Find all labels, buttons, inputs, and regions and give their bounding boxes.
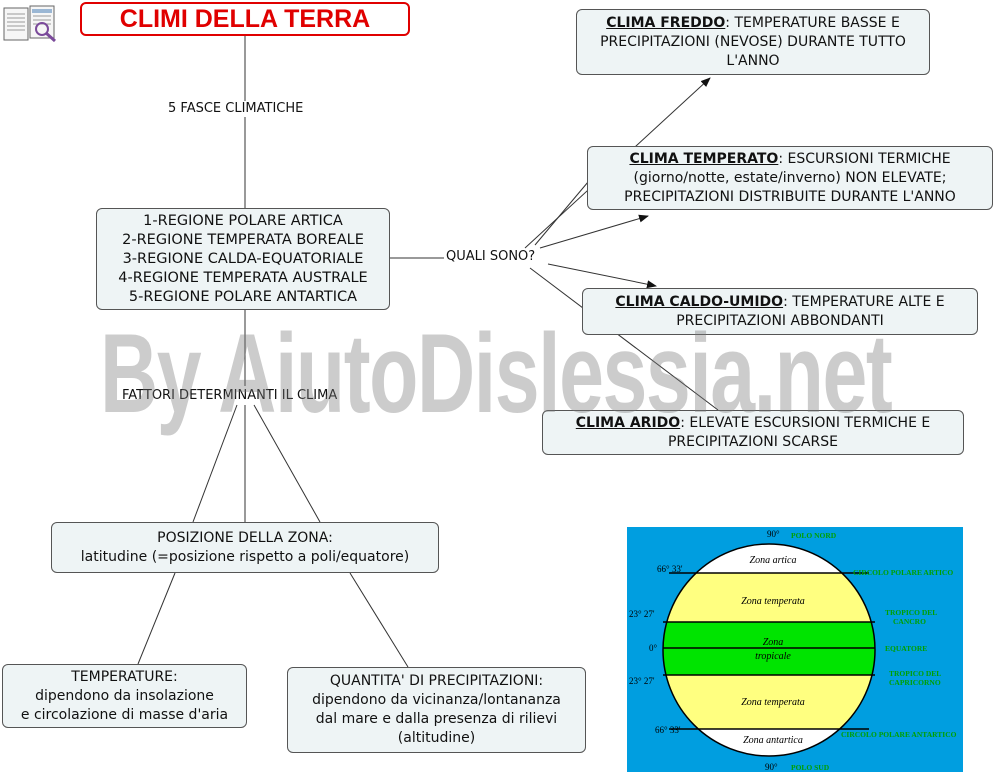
globe-tropico-capr-2: CAPRICORNO: [889, 678, 941, 687]
globe-zona-tropicale-2: tropicale: [755, 651, 791, 662]
node-precipitazioni: QUANTITA' DI PRECIPITAZIONI: dipendono d…: [287, 667, 586, 753]
link-posizione-temperature: [137, 572, 176, 665]
link-fattori-posizione-a: [192, 404, 238, 523]
node-clima-caldo-umido: CLIMA CALDO-UMIDO: TEMPERATURE ALTE E PR…: [582, 288, 978, 335]
globe-deg-top: 90°: [767, 529, 780, 539]
link-posizione-precipitazioni: [349, 572, 409, 668]
globe-climate-zones-image: 90° 66° 33' 23° 27' 0° 23° 27' 66° 33' 9…: [627, 527, 963, 772]
globe-deg-6633-s: 66° 33': [655, 725, 681, 735]
node-posizione-zona: POSIZIONE DELLA ZONA: latitudine (=posiz…: [51, 522, 439, 573]
globe-zona-temperata-s: Zona temperata: [741, 697, 805, 708]
link-quali-temperato: [534, 181, 589, 246]
link-quali-arido: [529, 267, 719, 411]
clima-arido-text: : ELEVATE ESCURSIONI TERMICHE E PRECIPIT…: [667, 414, 931, 450]
node-clima-arido: CLIMA ARIDO: ELEVATE ESCURSIONI TERMICHE…: [542, 410, 964, 455]
precipitazioni-line4: (altitudine): [397, 730, 476, 746]
globe-zona-temperata-n: Zona temperata: [741, 596, 805, 607]
precipitazioni-line2: dipendono da vicinanza/lontananza: [312, 692, 561, 708]
region-3: 3-REGIONE CALDA-EQUATORIALE: [122, 250, 364, 267]
temperature-line3: e circolazione di masse d'aria: [20, 706, 229, 723]
link-fattori-posizione-c: [253, 404, 321, 523]
region-4: 4-REGIONE TEMPERATA AUSTRALE: [118, 269, 368, 286]
globe-deg-2327-n: 23° 27': [629, 609, 655, 619]
link-quali-temperato-arrow: [539, 214, 649, 249]
region-2: 2-REGIONE TEMPERATA BOREALE: [122, 231, 364, 248]
clima-freddo-text: : TEMPERATURE BASSE E PRECIPITAZIONI (NE…: [600, 14, 906, 69]
clima-freddo-name: CLIMA FREDDO: [606, 14, 726, 31]
globe-circolo-artico: CIRCOLO POLARE ARTICO: [853, 568, 953, 577]
posizione-line1: POSIZIONE DELLA ZONA:: [157, 529, 333, 546]
globe-deg-2327-s: 23° 27': [629, 676, 655, 686]
label-fasce-climatiche: 5 FASCE CLIMATICHE: [167, 101, 305, 117]
clima-caldo-text: : TEMPERATURE ALTE E PRECIPITAZIONI ABBO…: [676, 293, 945, 329]
globe-polo-sud: POLO SUD: [791, 763, 830, 772]
globe-zona-antartica: Zona antartica: [743, 735, 803, 746]
clima-caldo-name: CLIMA CALDO-UMIDO: [615, 293, 784, 310]
globe-deg-0: 0°: [649, 643, 658, 653]
globe-tropico-capr-1: TROPICO DEL: [889, 669, 941, 678]
globe-zona-tropicale-1: Zona: [763, 637, 784, 648]
clima-temperato-text: : ESCURSIONI TERMICHE (giorno/notte, est…: [624, 150, 956, 205]
posizione-line2: latitudine (=posizione rispetto a poli/e…: [80, 548, 410, 565]
clima-arido-name: CLIMA ARIDO: [575, 414, 681, 431]
book-icon: [3, 5, 56, 43]
clima-temperato-name: CLIMA TEMPERATO: [629, 150, 779, 167]
globe-tropico-cancro-2: CANCRO: [893, 617, 926, 626]
page-title: CLIMI DELLA TERRA: [80, 2, 410, 36]
temperature-line2: dipendono da insolazione: [35, 687, 214, 704]
globe-zona-artica: Zona artica: [750, 555, 797, 566]
globe-deg-6633-n: 66° 33': [657, 564, 683, 574]
label-fattori-clima: FATTORI DETERMINANTI IL CLIMA: [121, 388, 339, 404]
region-5: 5-REGIONE POLARE ANTARTICA: [128, 288, 358, 305]
node-clima-temperato: CLIMA TEMPERATO: ESCURSIONI TERMICHE (gi…: [587, 146, 993, 210]
node-temperature: TEMPERATURE: dipendono da insolazione e …: [2, 664, 247, 728]
node-regioni: 1-REGIONE POLARE ARTICA 2-REGIONE TEMPER…: [96, 208, 390, 310]
globe-equatore: EQUATORE: [885, 644, 927, 653]
link-quali-caldo: [547, 263, 657, 289]
label-quali-sono: QUALI SONO?: [445, 249, 537, 265]
globe-circolo-antartico: CIRCOLO POLARE ANTARTICO: [841, 730, 957, 739]
temperature-line1: TEMPERATURE:: [71, 668, 178, 685]
region-1: 1-REGIONE POLARE ARTICA: [143, 212, 343, 229]
node-clima-freddo: CLIMA FREDDO: TEMPERATURE BASSE E PRECIP…: [576, 9, 930, 75]
globe-tropico-cancro-1: TROPICO DEL: [885, 608, 937, 617]
globe-polo-nord: POLO NORD: [791, 531, 837, 540]
precipitazioni-line1: QUANTITA' DI PRECIPITAZIONI:: [329, 673, 544, 689]
globe-deg-bottom: 90°: [765, 762, 778, 772]
precipitazioni-line3: dal mare e dalla presenza di rilievi: [315, 711, 558, 727]
